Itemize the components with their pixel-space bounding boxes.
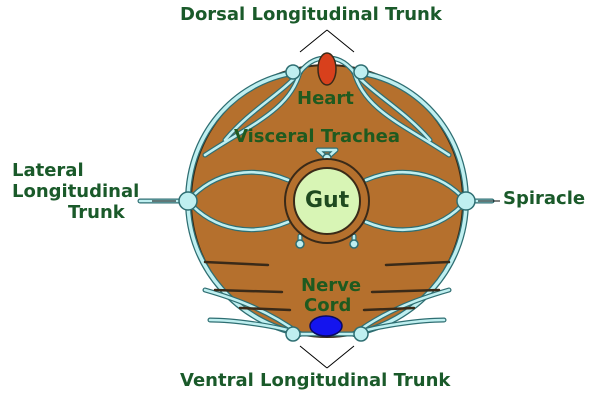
spiracle-label: Spiracle	[503, 190, 585, 208]
nerve-cord-label-line2: Cord	[304, 297, 351, 315]
nerve-cord-label-line1: Nerve	[301, 277, 361, 295]
visceral-trachea-label: Visceral Trachea	[234, 128, 400, 146]
ventral-trunk-label: Ventral Longitudinal Trunk	[180, 372, 450, 390]
nerve-cord	[310, 316, 342, 336]
lateral-trunk-label-line2: Longitudinal	[12, 183, 139, 201]
lateral-trunk-label-line3: Trunk	[68, 204, 125, 222]
gut-label: Gut	[305, 190, 349, 212]
lateral-trunk-label-line1: Lateral	[12, 162, 84, 180]
dorsal-trunk-label: Dorsal Longitudinal Trunk	[180, 6, 442, 24]
heart	[318, 53, 336, 85]
heart-label: Heart	[297, 90, 354, 108]
